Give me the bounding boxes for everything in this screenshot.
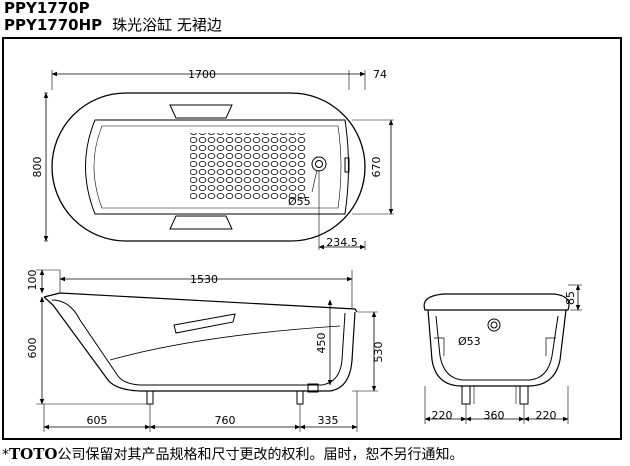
dim-length: 1700 bbox=[188, 68, 216, 81]
dim-drain-offset: 234.5 bbox=[326, 236, 358, 249]
model-subtitle: PPY1770HP 珠光浴缸 无裙边 bbox=[4, 17, 222, 33]
leg-1 bbox=[146, 390, 154, 405]
side-body-outline bbox=[43, 296, 356, 392]
dim-inner-height: 530 bbox=[372, 342, 385, 363]
dim-height: 600 bbox=[26, 338, 39, 359]
dim-end-left: 220 bbox=[432, 409, 453, 422]
top-view bbox=[43, 70, 394, 250]
end-rim bbox=[423, 293, 570, 311]
end-view bbox=[423, 284, 582, 424]
dim-end-rim: 85 bbox=[564, 291, 577, 305]
tub-inner-outline bbox=[85, 119, 349, 215]
brand-logo: TOTO bbox=[9, 445, 58, 463]
dim-end-right: 220 bbox=[536, 409, 557, 422]
drawing-frame bbox=[2, 37, 622, 440]
end-leg-2 bbox=[519, 385, 529, 405]
footer-asterisk: * bbox=[2, 447, 9, 463]
overflow bbox=[344, 157, 350, 173]
dim-left: 605 bbox=[87, 414, 108, 427]
dim-top: 100 bbox=[26, 270, 39, 291]
model-title: PPY1770P bbox=[4, 0, 90, 17]
model-code: PPY1770HP bbox=[4, 16, 103, 34]
dim-end-mid: 360 bbox=[484, 409, 505, 422]
disclaimer-text: 公司保留对其产品规格和尺寸更改的权利。届时，恕不另行通知。 bbox=[57, 447, 464, 463]
end-drain-outer bbox=[487, 318, 501, 332]
dim-rim: 74 bbox=[373, 68, 387, 81]
leg-2 bbox=[296, 390, 304, 405]
product-description: 珠光浴缸 无裙边 bbox=[112, 16, 222, 34]
anti-slip-dots bbox=[190, 133, 306, 199]
dim-right: 335 bbox=[318, 414, 339, 427]
end-leg-1 bbox=[461, 385, 471, 405]
handle-top bbox=[169, 104, 233, 119]
drain-fitting bbox=[307, 383, 319, 393]
dim-inner-width: 670 bbox=[370, 157, 383, 178]
side-view bbox=[36, 269, 378, 432]
drain-size-top: Ø55 bbox=[288, 195, 311, 208]
dim-mid: 760 bbox=[215, 414, 236, 427]
dim-width: 800 bbox=[31, 157, 44, 178]
tub-basin-line bbox=[93, 125, 342, 209]
tub-outer-outline bbox=[51, 92, 366, 242]
end-body bbox=[427, 309, 567, 387]
dim-depth: 450 bbox=[315, 333, 328, 354]
dim-inner-length: 1530 bbox=[190, 273, 218, 286]
handle-bottom bbox=[169, 215, 233, 230]
drain-inner bbox=[315, 160, 323, 168]
end-inner bbox=[435, 315, 559, 381]
side-rim bbox=[43, 292, 358, 313]
side-water-line bbox=[109, 325, 341, 361]
disclaimer: *TOTO公司保留对其产品规格和尺寸更改的权利。届时，恕不另行通知。 bbox=[2, 446, 463, 463]
drain-outer bbox=[311, 156, 327, 172]
drain-size-end: Ø53 bbox=[458, 335, 481, 348]
side-handle bbox=[173, 313, 236, 334]
side-inner-outline bbox=[51, 299, 346, 386]
end-drain-inner bbox=[490, 321, 498, 329]
